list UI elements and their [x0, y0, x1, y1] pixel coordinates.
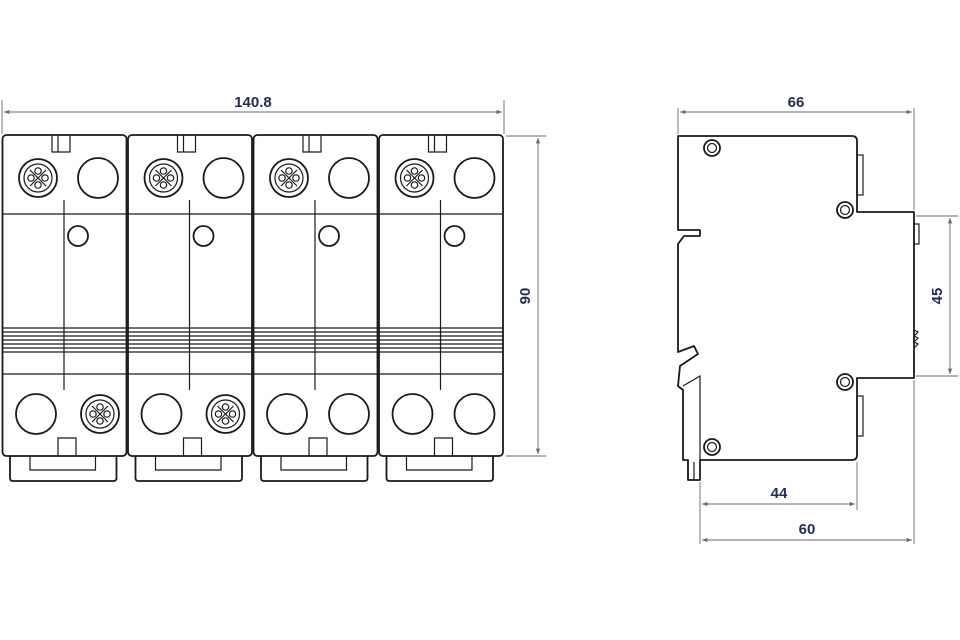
terminal-hole: [453, 157, 496, 199]
terminal-hole: [391, 393, 434, 435]
dim-label-90: 90: [517, 288, 534, 305]
side-width-dimension: 66: [677, 94, 915, 210]
terminal-hole: [140, 393, 183, 435]
terminal-screw-icon: [143, 158, 184, 198]
terminal-hole: [15, 393, 57, 435]
side-screw-bottom-left: [703, 438, 721, 456]
dim-label-60: 60: [799, 521, 816, 538]
dim-label-45: 45: [929, 288, 946, 305]
indicator-window: [443, 225, 466, 247]
side-view: [677, 135, 920, 481]
terminal-screw-icon: [18, 158, 58, 198]
terminal-screw-icon: [394, 158, 435, 198]
side-depth-60-dimension: 60: [702, 380, 915, 544]
side-depth-44-dimension: 44: [699, 462, 858, 544]
breaker-pole: [378, 134, 504, 482]
front-height-dimension: 90: [506, 135, 546, 457]
terminal-hole: [77, 157, 119, 199]
terminal-hole: [453, 393, 496, 435]
side-screw-top-right: [836, 201, 854, 219]
dim-label-44: 44: [771, 485, 788, 502]
front-width-dimension: 140.8: [1, 94, 505, 134]
terminal-hole: [266, 393, 308, 435]
side-height-45-dimension: 45: [916, 215, 958, 377]
indicator-window: [67, 225, 89, 247]
breaker-pole: [1, 134, 128, 482]
terminal-hole: [328, 157, 370, 199]
breaker-pole: [252, 134, 379, 482]
indicator-window: [192, 225, 215, 247]
terminal-screw-icon: [205, 394, 246, 434]
indicator-window: [318, 225, 340, 247]
front-view: [1, 134, 504, 482]
terminal-hole: [328, 393, 370, 435]
side-screw-bottom-right: [836, 373, 854, 391]
dim-label-66: 66: [788, 94, 805, 111]
terminal-screw-icon: [80, 394, 120, 434]
terminal-hole: [202, 157, 245, 199]
breaker-pole: [127, 134, 253, 482]
terminal-screw-icon: [269, 158, 309, 198]
dim-label-140-8: 140.8: [234, 94, 272, 111]
side-screw-top-left: [703, 139, 721, 157]
